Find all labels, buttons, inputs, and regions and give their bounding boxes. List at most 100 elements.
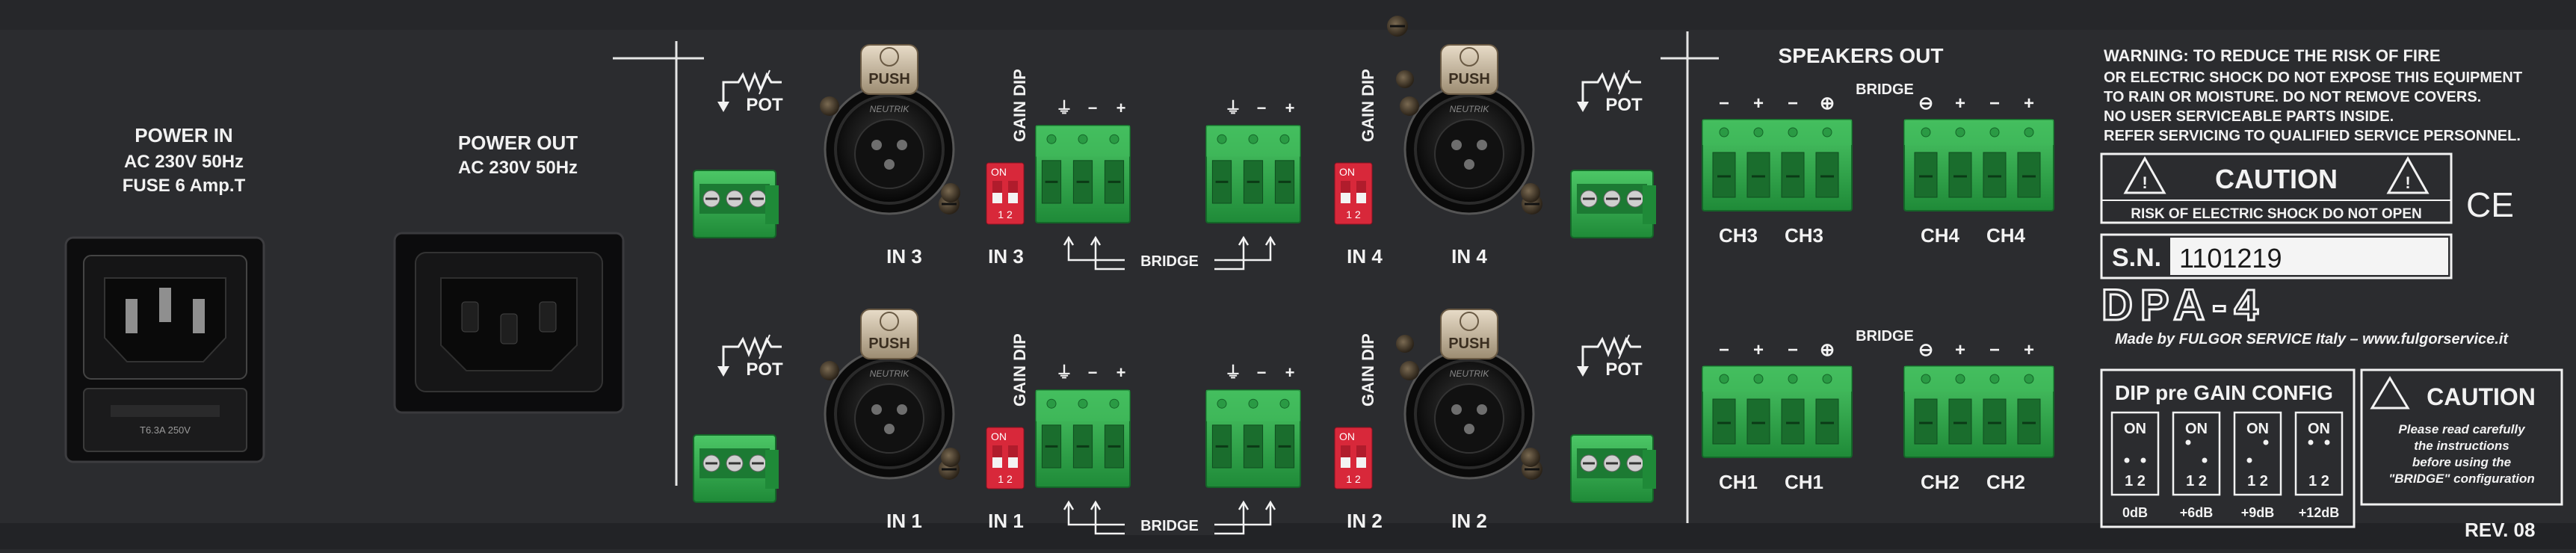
caution-shock-box: ! ! CAUTION RISK OF ELECTRIC SHOCK DO NO…: [2100, 152, 2453, 224]
pot-terminal-block[interactable]: [693, 434, 779, 503]
balanced-input-terminal[interactable]: [1205, 389, 1301, 488]
speaker-polarity-label: −: [1719, 340, 1729, 360]
screw-icon: [820, 361, 839, 380]
serial-number-box: S.N. 1101219: [2100, 233, 2453, 279]
bridge-link-diagram: BRIDGE: [1063, 500, 1276, 535]
terminal-polarity-label: −: [1257, 99, 1267, 117]
svg-text:1 2: 1 2: [998, 473, 1013, 485]
bridge-label: BRIDGE: [1140, 253, 1199, 270]
screw-icon: [1521, 448, 1540, 467]
warning-triangle-icon: [2386, 155, 2430, 194]
push-latch[interactable]: PUSH: [1440, 44, 1498, 95]
iec-outlet[interactable]: [393, 232, 625, 414]
push-label: PUSH: [868, 336, 910, 352]
gain-dip-switch[interactable]: ON1 2: [1334, 427, 1373, 489]
dip-gain-value: +6dB: [2180, 505, 2214, 520]
terminal-polarity-label: +: [1285, 99, 1295, 117]
balanced-input-terminal[interactable]: [1035, 389, 1131, 488]
speaker-polarity-label: −: [1788, 340, 1798, 360]
pot-terminal-block[interactable]: [1570, 170, 1656, 238]
speaker-output-terminal[interactable]: [1903, 119, 2054, 211]
speaker-polarity-label: −: [1989, 340, 2000, 360]
input-label-xlr: IN 2: [1451, 510, 1487, 532]
speakers-out-title: SPEAKERS OUT: [1779, 44, 1944, 67]
svg-text:1 2: 1 2: [2125, 473, 2146, 489]
speaker-polarity-label: ⊖: [1918, 340, 1933, 360]
screw-icon: [941, 448, 960, 467]
push-label: PUSH: [1448, 336, 1490, 352]
warning-triangle-icon: [2370, 376, 2410, 410]
gain-dip-switch[interactable]: ON1 2: [1334, 162, 1373, 225]
manufacturer-text: Made by FULGOR SERVICE Italy – www.fulgo…: [2115, 331, 2509, 347]
pot-terminal-block[interactable]: [693, 170, 779, 238]
power-in-section: POWER IN AC 230V 50Hz FUSE 6 Amp.T T6.3A…: [64, 124, 265, 463]
speaker-channel-label: CH2: [1921, 471, 1959, 493]
power-out-title: POWER OUT: [458, 132, 578, 154]
push-latch[interactable]: PUSH: [860, 44, 918, 95]
pot-label: POT: [746, 95, 783, 115]
speaker-output-terminal[interactable]: [1702, 365, 1853, 458]
xlr-input-jack[interactable]: NEUTRIK: [1403, 348, 1535, 480]
speaker-output-terminal[interactable]: [1903, 365, 2054, 458]
terminal-polarity-label: ⏚: [1225, 363, 1241, 382]
iec-inlet-with-fuse[interactable]: T6.3A 250V: [64, 236, 265, 463]
push-latch[interactable]: PUSH: [1440, 309, 1498, 359]
warning-label-area: WARNING: TO REDUCE THE RISK OF FIRE OR E…: [2100, 46, 2563, 541]
bridge-label: BRIDGE: [1140, 518, 1199, 534]
input-label-dip: IN 2: [1347, 510, 1383, 532]
potentiometer-icon: POT: [1577, 334, 1643, 380]
warning-line-2: OR ELECTRIC SHOCK DO NOT EXPOSE THIS EQU…: [2104, 69, 2522, 86]
svg-text:the instructions: the instructions: [2414, 439, 2509, 453]
dip-gain-value: +12dB: [2299, 505, 2340, 520]
gain-dip-switch[interactable]: ON1 2: [986, 162, 1025, 225]
terminal-polarity-label: +: [1285, 363, 1295, 382]
svg-text:ON: ON: [2308, 421, 2330, 437]
xlr-input-jack[interactable]: NEUTRIK: [824, 84, 955, 215]
push-latch[interactable]: PUSH: [860, 309, 918, 359]
speaker-channel-label: CH2: [1986, 471, 2025, 493]
xlr-input-jack[interactable]: NEUTRIK: [824, 348, 955, 480]
gain-dip-switch[interactable]: ON1 2: [986, 427, 1025, 489]
speaker-polarity-label: +: [1955, 340, 1965, 360]
terminal-polarity-label: −: [1088, 363, 1098, 382]
speaker-output-terminal[interactable]: [1702, 119, 1853, 211]
balanced-input-terminal[interactable]: [1035, 125, 1131, 223]
speaker-bridge-label: BRIDGE: [1856, 328, 1914, 345]
dip-config-example: ON1 2+9dB: [2233, 411, 2282, 520]
warning-line-4: NO USER SERVICEABLE PARTS INSIDE.: [2104, 108, 2394, 125]
power-in-title: POWER IN: [135, 124, 232, 146]
xlr-input-jack[interactable]: NEUTRIK: [1403, 84, 1535, 215]
speaker-polarity-label: +: [1753, 93, 1764, 114]
speaker-channel-label: CH1: [1785, 471, 1823, 493]
screw-icon: [941, 183, 960, 203]
caution-bridge-box: CAUTION Please read carefully the instru…: [2360, 368, 2563, 506]
gain-dip-label: GAIN DIP: [1359, 69, 1377, 142]
warning-line-1: WARNING: TO REDUCE THE RISK OF FIRE: [2104, 46, 2441, 65]
svg-text:!: !: [2142, 173, 2147, 192]
gain-dip-label: GAIN DIP: [1010, 69, 1029, 142]
terminal-polarity-label: ⏚: [1056, 99, 1072, 117]
svg-text:before using the: before using the: [2412, 455, 2511, 469]
input-label-xlr: IN 4: [1451, 245, 1487, 268]
xlr-brand: NEUTRIK: [870, 104, 910, 114]
push-label: PUSH: [868, 71, 910, 87]
terminal-polarity-label: −: [1088, 99, 1098, 117]
serial-label: S.N.: [2112, 244, 2161, 272]
speaker-channel-label: CH3: [1785, 224, 1823, 247]
gain-dip-label: GAIN DIP: [1010, 333, 1029, 407]
terminal-polarity-label: +: [1116, 99, 1126, 117]
speaker-channel-label: CH4: [1921, 224, 1960, 247]
svg-text:ON: ON: [2185, 421, 2208, 437]
svg-text:DPA-4: DPA-4: [2101, 281, 2266, 330]
svg-text:1 2: 1 2: [1346, 208, 1361, 220]
pot-terminal-block[interactable]: [1570, 434, 1656, 503]
dip-gain-value: +9dB: [2241, 505, 2275, 520]
speaker-polarity-label: +: [2024, 340, 2034, 360]
gain-dip-label: GAIN DIP: [1359, 333, 1377, 407]
balanced-input-terminal[interactable]: [1205, 125, 1301, 223]
screw-icon: [1400, 96, 1419, 116]
